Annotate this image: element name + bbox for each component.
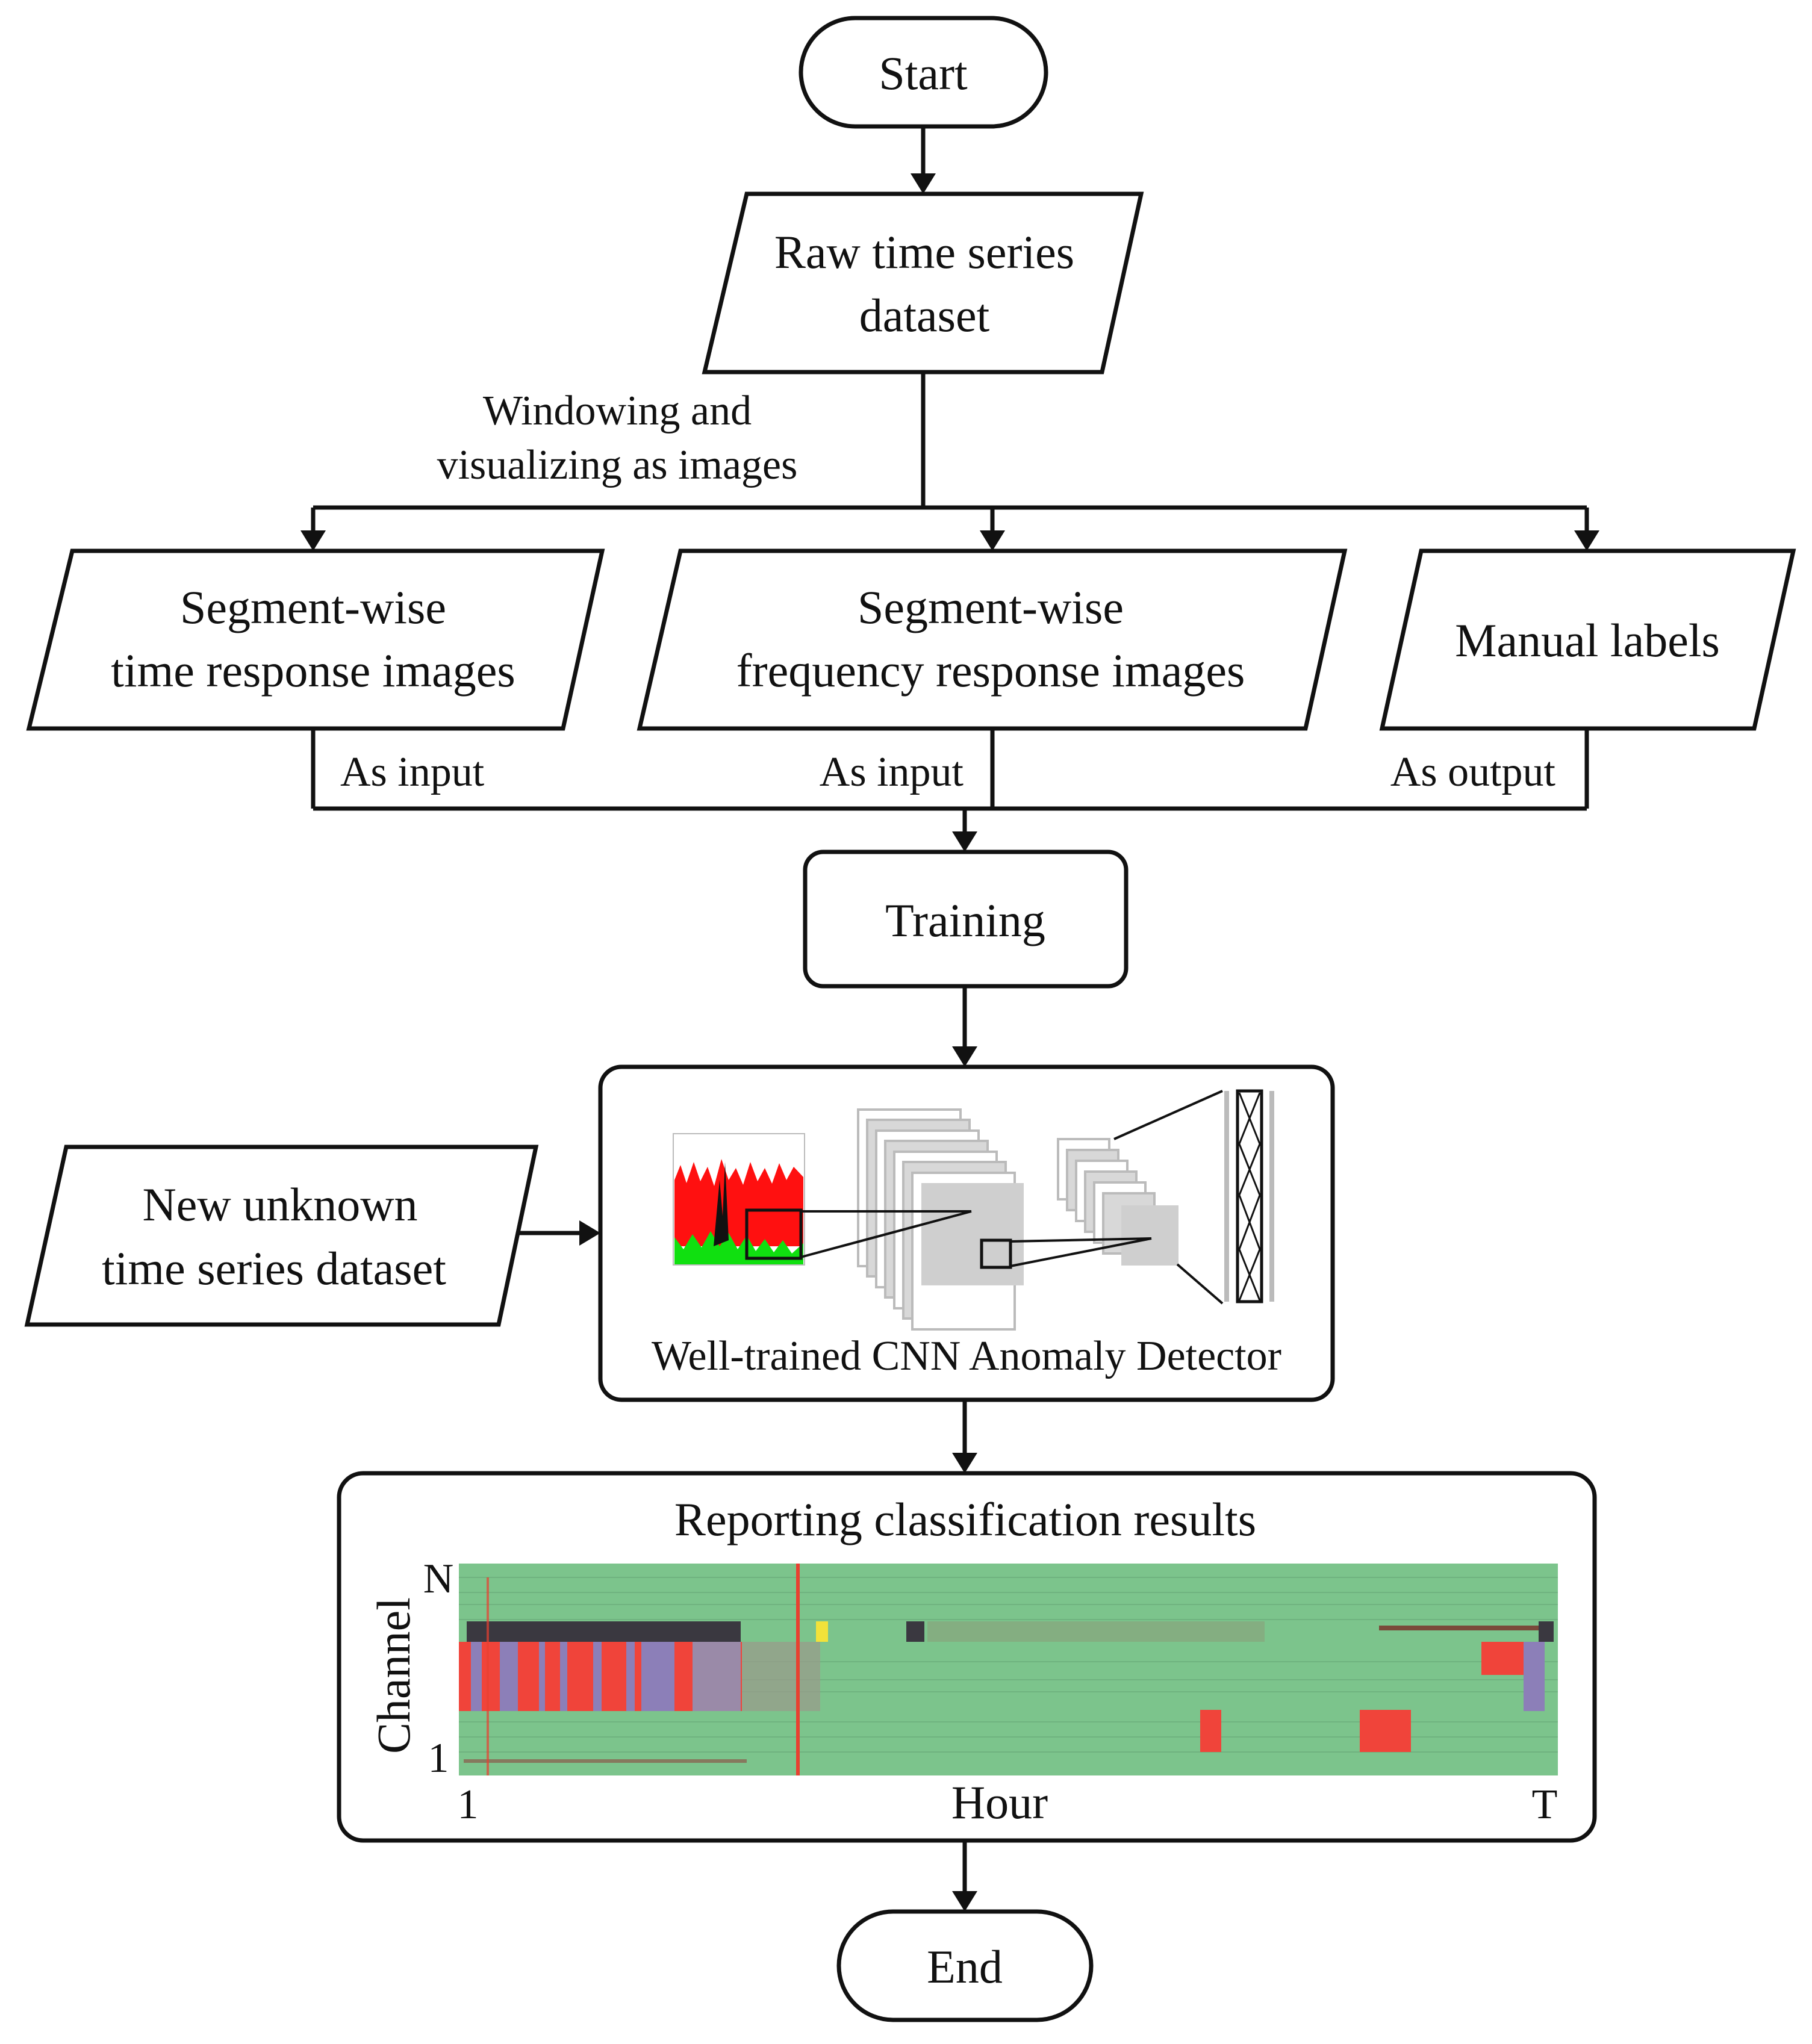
mixed-band [927,1621,1265,1642]
time-images-line2: time response images [111,644,515,697]
merge-connector [311,728,1589,852]
start-node: Start [799,16,1048,129]
time-images-parallelogram [26,548,605,731]
report-node: Reporting classification results [337,1471,1597,1843]
pooling-window [980,1238,1012,1269]
time-images-line1: Segment-wise [180,581,446,633]
feature-map-2-front [1121,1205,1178,1266]
result-heatmap [459,1564,1558,1775]
fc-projection-bottom [1176,1263,1224,1305]
new-dataset-line2: time series dataset [102,1242,446,1294]
anomaly-stripes [459,1642,820,1711]
raw-dataset-line2: dataset [859,289,990,341]
projection2-line-top [1010,1237,1152,1243]
arrow-new-to-cnn [518,1220,600,1246]
new-dataset-node: New unknown time series dataset [24,1145,539,1327]
missing-data-end [1539,1621,1554,1642]
y-axis-label: Channel [367,1597,420,1754]
cnn-detector-node: Well-trained CNN Anomaly Detector [598,1064,1335,1402]
branch-note-line2: visualizing as images [437,442,798,488]
arrow-cnn-to-report [952,1400,977,1473]
input-spectrum-image [673,1133,805,1266]
end-label: End [927,1940,1003,1993]
time-marker-line [796,1564,800,1775]
time-marker-thin [487,1577,489,1775]
missing-data-block [906,1621,924,1642]
bottom-row-band [464,1759,747,1763]
fc-connections [1238,1092,1261,1301]
raw-dataset-node: Raw time series dataset [702,191,1144,374]
report-title: Reporting classification results [674,1493,1256,1545]
freq-images-line2: frequency response images [736,644,1245,697]
freq-images-node: Segment-wise frequency response images [637,548,1348,731]
arrow-report-to-end [952,1841,977,1912]
cnn-detector-label: Well-trained CNN Anomaly Detector [652,1333,1281,1379]
arrow-start-to-raw [911,126,936,194]
x-axis-label: Hour [951,1776,1048,1828]
start-label: Start [879,47,968,99]
fc-layer-1 [1224,1091,1229,1302]
time-images-role-label: As input [340,749,485,795]
new-dataset-line1: New unknown [142,1178,417,1231]
manual-labels-role-label: As output [1390,749,1556,795]
projection-line-bottom [800,1210,972,1258]
missing-data-band [467,1621,741,1642]
end-node: End [836,1909,1094,2022]
freq-images-role-label: As input [820,749,964,795]
y-tick-top: N [423,1556,454,1602]
manual-labels-node: Manual labels [1379,548,1796,731]
fc-layer-2 [1236,1089,1263,1303]
anomaly-thin-band [1379,1626,1542,1630]
y-tick-bottom: 1 [428,1735,449,1782]
manual-labels-parallelogram [1379,548,1796,731]
new-dataset-parallelogram [24,1145,539,1327]
conv-kernel-window [745,1208,803,1260]
end-terminator [836,1909,1094,2022]
projection2-line-bottom [1010,1237,1152,1267]
x-tick-start: 1 [458,1782,479,1828]
anomaly-block-4 [1524,1642,1545,1711]
anomaly-block-2 [1360,1710,1411,1752]
time-images-node: Segment-wise time response images [26,548,605,731]
raw-dataset-line1: Raw time series [774,226,1074,278]
fc-layer-3 [1269,1091,1274,1302]
manual-labels-label: Manual labels [1455,614,1720,666]
spectrum-green-band [674,1231,803,1264]
spectrum-red-band [674,1159,803,1246]
highlight-block [816,1621,828,1642]
x-tick-end: T [1532,1782,1558,1828]
branch-connector [300,372,1599,551]
freq-images-parallelogram [637,548,1348,731]
training-node: Training [803,850,1129,989]
fc-projection-top [1113,1090,1223,1140]
freq-images-line1: Segment-wise [858,581,1124,633]
arrow-training-to-cnn [952,986,977,1067]
branch-note-line1: Windowing and [483,388,752,434]
training-label: Training [885,894,1045,946]
anomaly-block-3 [1481,1642,1524,1675]
spectrum-spike [714,1162,729,1246]
anomaly-block-1 [1200,1710,1221,1752]
raw-dataset-parallelogram [702,191,1144,374]
cnn-illustration [673,1089,1274,1331]
